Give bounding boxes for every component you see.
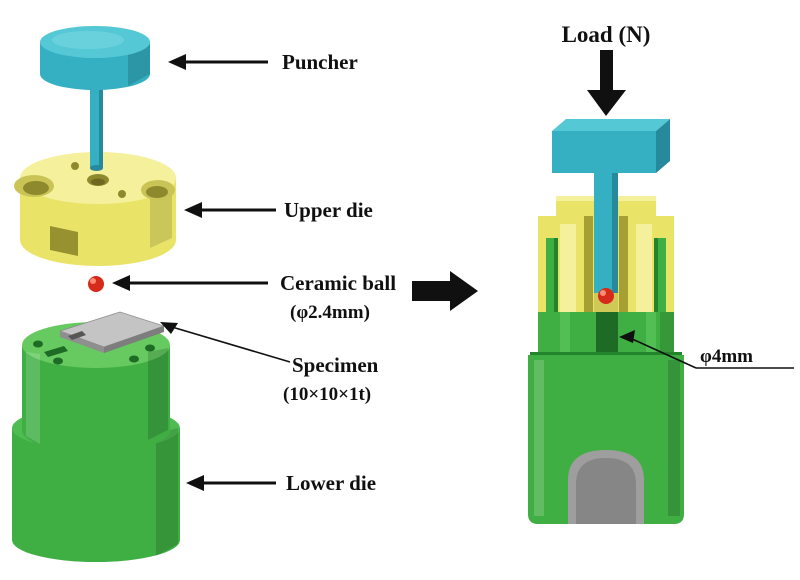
lower-die-exploded bbox=[12, 322, 180, 562]
upper-die-small-hole bbox=[71, 162, 79, 170]
guide-post-right-shading bbox=[654, 238, 658, 312]
die-step-line bbox=[530, 352, 682, 355]
specimen-size-label: (10×10×1t) bbox=[283, 384, 371, 405]
specimen-side-edge bbox=[104, 326, 164, 353]
upper-die-notch-left-inner bbox=[23, 181, 49, 195]
lower-die-top-highlight bbox=[26, 352, 40, 444]
lower-die-top-body bbox=[22, 345, 170, 453]
load-arrow-head bbox=[587, 90, 626, 116]
guide-post-left-shading bbox=[554, 238, 558, 312]
ceramic-ball-arrowhead bbox=[112, 275, 130, 291]
barrel-highlight bbox=[534, 360, 544, 516]
diameter-annotation: φ4mm bbox=[619, 330, 794, 369]
neck-shading bbox=[660, 312, 674, 354]
puncher-shaft-shading bbox=[99, 84, 103, 168]
specimen-leader-line bbox=[171, 326, 291, 363]
diameter-label: φ4mm bbox=[700, 346, 753, 367]
puncher-section-head-top bbox=[552, 119, 670, 131]
puncher-exploded bbox=[40, 26, 150, 171]
specimen-plate bbox=[58, 311, 166, 353]
die-hole bbox=[53, 357, 63, 365]
puncher-arrowhead bbox=[168, 54, 186, 70]
specimen-label: Specimen bbox=[292, 353, 379, 377]
upper-die-center-hole-inner bbox=[91, 178, 105, 186]
puncher-shaft-tip bbox=[90, 165, 103, 171]
assembly-arrow-icon bbox=[412, 271, 478, 311]
lower-die-label: Lower die bbox=[286, 471, 376, 495]
specimen-mark bbox=[68, 331, 86, 340]
lower-die-arrowhead bbox=[186, 475, 204, 491]
ceramic-ball-section bbox=[598, 288, 614, 304]
channel-wall-right bbox=[619, 216, 628, 312]
neck-highlight-left bbox=[560, 312, 570, 354]
load-arrow-icon bbox=[587, 50, 626, 116]
ceramic-ball-label: Ceramic ball bbox=[280, 271, 396, 295]
puncher-section-head-front bbox=[552, 131, 656, 173]
upper-die-shading bbox=[150, 184, 172, 248]
diameter-arrowhead bbox=[619, 330, 635, 343]
ceramic-ball bbox=[88, 276, 104, 292]
upper-die-label: Upper die bbox=[284, 198, 373, 222]
upper-die-small-hole bbox=[118, 190, 126, 198]
die-hole bbox=[145, 344, 155, 352]
puncher-label: Puncher bbox=[282, 50, 358, 74]
annotations-left: Puncher Upper die Ceramic ball (φ2.4mm) … bbox=[112, 50, 396, 495]
upper-die-inner-face-left bbox=[560, 224, 576, 312]
lower-die-base-shading bbox=[156, 428, 178, 556]
diameter-leader-line bbox=[629, 337, 697, 369]
load-arrow-shaft bbox=[600, 50, 613, 90]
upper-die-arrowhead bbox=[184, 202, 202, 218]
ceramic-ball-body bbox=[88, 276, 104, 292]
ceramic-ball-size-label: (φ2.4mm) bbox=[290, 302, 370, 323]
die-hole bbox=[33, 340, 43, 348]
bore-arch-inner bbox=[576, 458, 636, 524]
bore-channel bbox=[596, 312, 618, 354]
die-hole bbox=[129, 355, 139, 363]
specimen-arrowhead bbox=[160, 322, 178, 334]
lower-die-section-barrel bbox=[528, 355, 684, 524]
lower-die-top-shading bbox=[148, 348, 168, 440]
puncher-section bbox=[552, 119, 670, 293]
upper-die-exploded bbox=[14, 152, 176, 266]
puncher-section-shaft-shading bbox=[612, 173, 618, 293]
puncher-head-shading bbox=[128, 44, 150, 86]
assembled-view: Load (N) bbox=[528, 22, 794, 524]
puncher-section-head-side bbox=[656, 119, 670, 173]
die-slot bbox=[44, 346, 68, 357]
barrel-shading bbox=[668, 360, 680, 516]
neck-highlight-right bbox=[646, 312, 656, 354]
lower-die-section bbox=[528, 312, 684, 524]
ceramic-ball-section-highlight bbox=[600, 290, 606, 296]
lower-die-base-body bbox=[12, 428, 180, 562]
upper-die-front-cut bbox=[50, 226, 78, 256]
load-label: Load (N) bbox=[562, 22, 651, 47]
upper-die-notch-right-inner bbox=[146, 186, 168, 198]
ceramic-ball-highlight bbox=[90, 278, 96, 284]
upper-die-inner-face-right bbox=[636, 224, 652, 312]
exploded-view: Puncher Upper die Ceramic ball (φ2.4mm) … bbox=[12, 26, 396, 562]
channel-wall-left bbox=[584, 216, 593, 312]
puncher-head-highlight bbox=[52, 31, 124, 49]
